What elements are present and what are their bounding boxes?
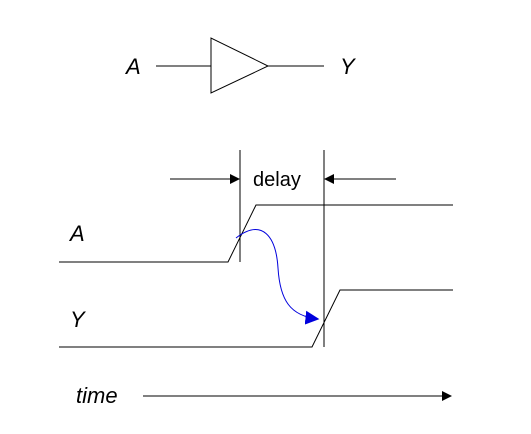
causal-arrow-icon [235,229,320,325]
buffer-gate: A Y [124,37,356,94]
buffer-output-label: Y [340,54,356,79]
signal-a-waveform [59,204,453,263]
time-axis: time [76,383,452,408]
delay-label: delay [253,169,301,191]
signal-a: A [59,204,453,263]
buffer-input-label: A [124,54,141,79]
signal-y: Y [59,289,453,348]
signal-y-label: Y [70,307,86,332]
buffer-triangle-icon [210,37,270,94]
signal-a-label: A [68,221,85,246]
signal-y-waveform [59,289,453,348]
delay-marker: delay [170,150,396,347]
time-label: time [76,383,118,408]
